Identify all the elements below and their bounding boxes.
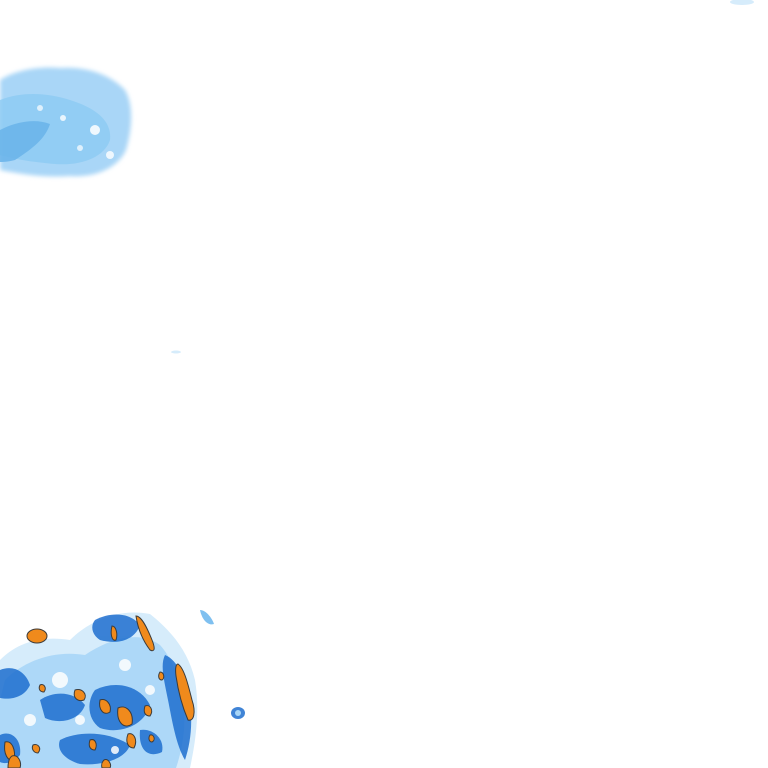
light-precip-cell-top-left xyxy=(0,67,132,177)
isolated-speck-mid-left xyxy=(171,350,181,354)
isolated-speck-top-right xyxy=(730,0,754,5)
intense-storm-cluster-bottom-left xyxy=(0,610,245,768)
